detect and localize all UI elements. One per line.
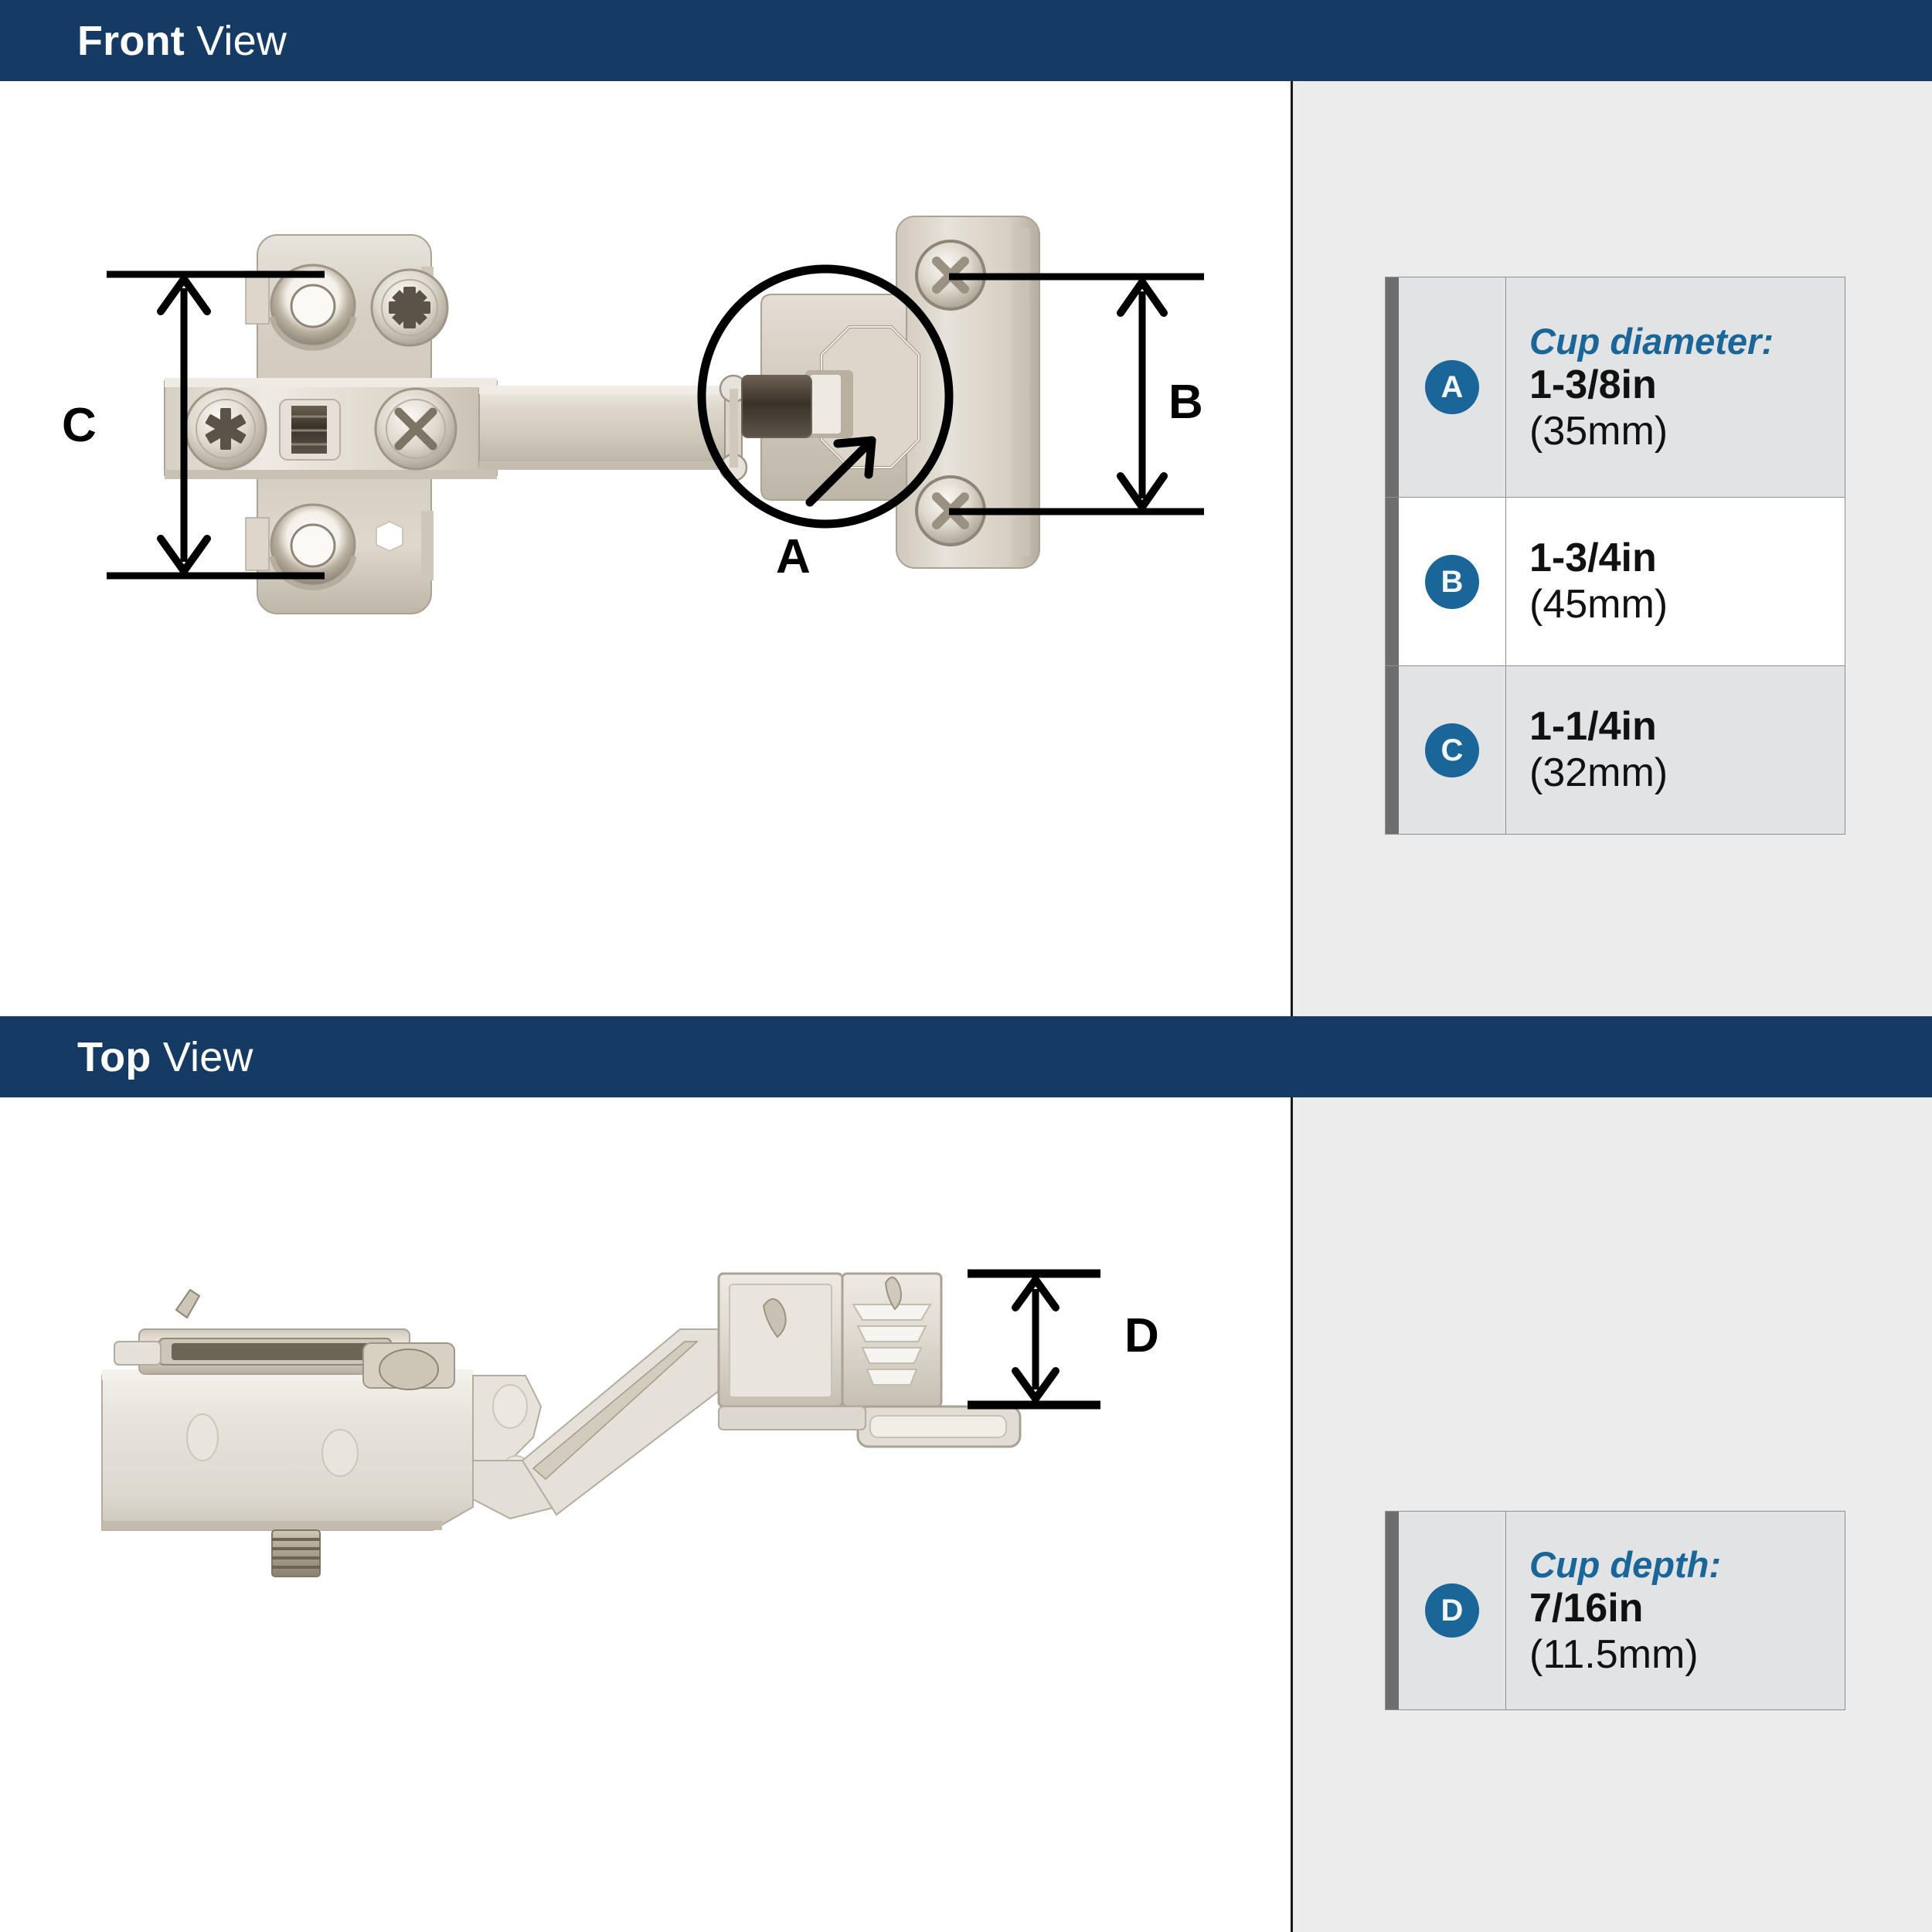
top-view-legend-table: D Cup depth: 7/16in (11.5mm) [1385, 1511, 1845, 1710]
top-view-cup [717, 1272, 1022, 1448]
front-view-hinge-illustration [164, 216, 1040, 614]
mounting-plate-graphic [164, 234, 498, 614]
top-view-title-regular: View [151, 1033, 253, 1080]
front-view-panel: Front View [0, 0, 1932, 1016]
legend-row-d[interactable]: D Cup depth: 7/16in (11.5mm) [1386, 1512, 1845, 1709]
dimension-label-b: B [1168, 376, 1203, 429]
legend-badge-cell-a: A [1399, 277, 1506, 497]
row-accent-bar [1386, 1512, 1399, 1709]
legend-badge-cell-b: B [1399, 498, 1506, 665]
legend-value-mm-b: (45mm) [1529, 581, 1668, 627]
top-view-drawing-area: D [0, 1097, 1291, 1932]
top-view-title-bold: Top [77, 1033, 151, 1080]
top-view-hinge-illustration [101, 1272, 1022, 1577]
legend-badge-c: C [1425, 723, 1479, 777]
row-accent-bar [1386, 277, 1399, 497]
top-view-hinge-body [101, 1288, 558, 1577]
legend-value-in-b: 1-3/4in [1529, 536, 1657, 581]
front-view-legend-table: A Cup diameter: 1-3/8in (35mm) B 1-3/4in… [1385, 277, 1845, 835]
dimension-label-c: C [62, 399, 97, 452]
legend-badge-cell-d: D [1399, 1512, 1506, 1709]
legend-value-in-d: 7/16in [1529, 1586, 1644, 1631]
row-accent-bar [1386, 498, 1399, 665]
legend-row-c[interactable]: C 1-1/4in (32mm) [1386, 666, 1845, 834]
legend-value-mm-c: (32mm) [1529, 750, 1668, 795]
top-view-header-band: Top View [0, 1016, 1932, 1097]
front-view-dimension-annotations [107, 264, 1204, 580]
front-view-drawing-area: C B A [0, 81, 1291, 1016]
legend-text-cell-a: Cup diameter: 1-3/8in (35mm) [1506, 320, 1845, 454]
hinge-arm-graphic [478, 374, 748, 482]
legend-caption-a: Cup diameter: [1529, 321, 1774, 362]
row-accent-bar [1386, 666, 1399, 834]
legend-row-a[interactable]: A Cup diameter: 1-3/8in (35mm) [1386, 277, 1845, 498]
legend-badge-a: A [1425, 360, 1479, 414]
legend-badge-d: D [1425, 1583, 1479, 1638]
legend-value-mm-d: (11.5mm) [1529, 1631, 1699, 1677]
legend-text-cell-d: Cup depth: 7/16in (11.5mm) [1506, 1543, 1845, 1678]
legend-badge-cell-c: C [1399, 666, 1506, 834]
front-view-title-bold: Front [77, 17, 185, 64]
legend-value-in-a: 1-3/8in [1529, 362, 1657, 408]
front-view-header-band: Front View [0, 0, 1932, 81]
legend-badge-b: B [1425, 554, 1479, 609]
legend-value-in-c: 1-1/4in [1529, 704, 1657, 750]
legend-text-cell-b: 1-3/4in (45mm) [1506, 536, 1845, 628]
legend-text-cell-c: 1-1/4in (32mm) [1506, 704, 1845, 796]
top-view-panel: Top View [0, 1016, 1932, 1932]
top-view-title: Top View [77, 1033, 253, 1081]
legend-caption-d: Cup depth: [1529, 1544, 1721, 1585]
front-view-title-regular: View [184, 17, 287, 64]
cup-louvre-fins [852, 1277, 932, 1386]
dimension-label-d: D [1124, 1309, 1159, 1362]
dimension-label-a: A [776, 530, 811, 583]
top-view-dimension-annotations [968, 1269, 1100, 1410]
front-view-title: Front View [77, 17, 287, 65]
legend-row-b[interactable]: B 1-3/4in (45mm) [1386, 498, 1845, 666]
legend-value-mm-a: (35mm) [1529, 408, 1668, 454]
